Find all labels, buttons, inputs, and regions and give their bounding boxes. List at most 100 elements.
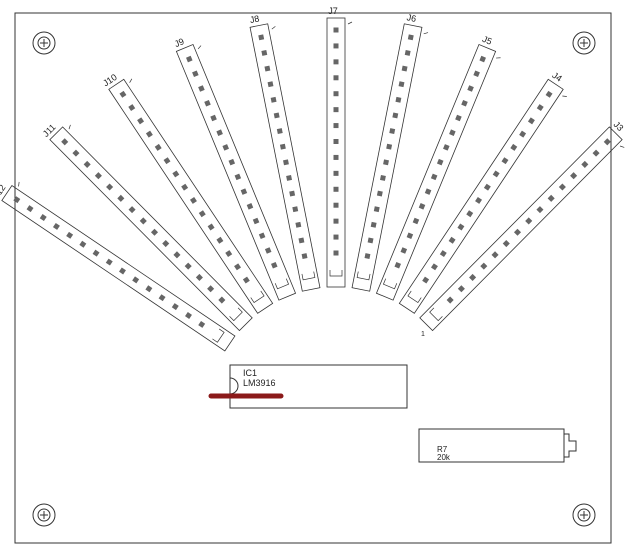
connector-ref-label: J10 <box>101 72 119 88</box>
pad <box>461 99 468 107</box>
connector-ref-label: J7 <box>328 6 338 16</box>
pad <box>264 247 272 254</box>
pad <box>222 144 229 151</box>
pad <box>298 237 305 244</box>
pad <box>592 149 600 157</box>
pad <box>301 253 308 260</box>
pad <box>137 117 145 125</box>
pad <box>267 81 274 88</box>
connector-outline <box>1 184 236 352</box>
pad <box>398 81 405 88</box>
pad <box>400 247 408 254</box>
pin-one-tick <box>129 78 133 83</box>
pad <box>145 285 153 293</box>
pad <box>525 217 533 225</box>
pad <box>519 130 527 138</box>
pad <box>154 143 162 151</box>
pad <box>439 250 447 257</box>
pad <box>139 217 147 225</box>
pad <box>510 143 518 151</box>
pad <box>389 128 396 135</box>
pad <box>333 202 339 208</box>
pin-bracket <box>301 271 316 281</box>
pad <box>207 285 215 293</box>
pad <box>394 261 401 269</box>
pad <box>513 228 522 236</box>
connector-ref-label: J6 <box>406 12 417 24</box>
ic1-ref-label: IC1 <box>243 368 257 378</box>
pad <box>404 50 411 56</box>
pad <box>189 196 197 204</box>
pad <box>333 139 339 144</box>
pad <box>286 175 293 181</box>
pad <box>406 232 414 240</box>
pad <box>333 43 339 49</box>
pad <box>333 170 339 176</box>
board-outline <box>14 12 612 544</box>
ic1-notch <box>229 377 239 395</box>
pad <box>395 96 402 103</box>
mounting-hole-top-left <box>32 31 56 55</box>
r7-outline <box>418 428 565 463</box>
pad <box>225 250 233 257</box>
pad <box>379 175 386 181</box>
connector-j4: J4 <box>398 70 567 314</box>
pad <box>603 138 611 146</box>
pad <box>39 214 47 221</box>
pad <box>457 223 465 231</box>
mounting-hole-bottom-right <box>572 503 596 527</box>
pad <box>273 112 280 119</box>
pad <box>185 312 192 319</box>
connector-j11: J11 <box>41 122 253 332</box>
connector-ref-label: J12 <box>0 183 8 201</box>
connector-j9: J9 <box>173 36 297 301</box>
pad <box>52 222 60 230</box>
pad <box>333 186 339 192</box>
pad <box>198 320 206 328</box>
pad <box>162 240 170 248</box>
connector-outline <box>326 17 346 288</box>
pad <box>218 296 226 304</box>
pad <box>333 91 339 97</box>
pad <box>333 154 339 160</box>
ic1-outline <box>229 364 408 409</box>
pin-bracket <box>212 328 225 343</box>
pad <box>184 262 192 270</box>
connector-ref-label: J3 <box>612 119 625 133</box>
connector-outline <box>351 23 423 292</box>
pad <box>392 112 399 119</box>
pad <box>448 236 456 244</box>
pad <box>412 217 420 225</box>
pin-bracket <box>329 270 343 277</box>
ic1-footprint: IC1 LM3916 <box>229 364 408 409</box>
pin-bracket <box>407 290 422 304</box>
pin-one-tick <box>619 145 625 148</box>
pin-bracket <box>356 271 371 281</box>
pad <box>128 104 136 112</box>
pad <box>466 210 474 218</box>
pad <box>333 250 339 256</box>
pad <box>270 96 277 103</box>
pad <box>128 206 136 214</box>
pin-one-tick <box>68 124 71 130</box>
pad <box>333 75 339 81</box>
pad <box>401 65 408 72</box>
connector-ref-label: J8 <box>249 13 260 25</box>
pad <box>386 143 393 150</box>
pad <box>117 194 125 202</box>
pad <box>333 27 339 33</box>
connector-outline <box>249 23 321 292</box>
pin-one-tick <box>18 181 20 187</box>
pad <box>192 70 199 78</box>
pad <box>13 196 21 204</box>
pad <box>66 231 74 239</box>
pin-bracket <box>429 307 443 322</box>
pad <box>216 129 223 136</box>
pad <box>333 107 339 113</box>
pad <box>242 276 250 284</box>
pad <box>173 251 181 259</box>
pin-one-tick <box>423 32 429 35</box>
connector-j3: J3 <box>419 119 625 332</box>
pad <box>252 217 260 225</box>
pad <box>258 34 265 41</box>
